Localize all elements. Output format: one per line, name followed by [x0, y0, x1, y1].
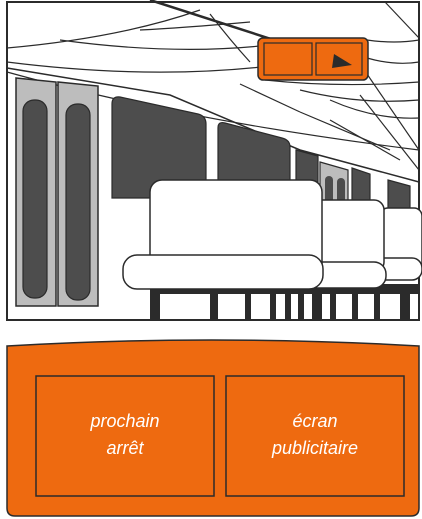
screen-advertising-line1: écran — [292, 411, 337, 431]
screen-advertising-line2: publicitaire — [271, 438, 358, 458]
display-panel-body — [7, 340, 419, 516]
screen-next-stop-line2: arrêt — [106, 438, 144, 458]
display-panel: prochain arrêt écran publicitaire — [0, 330, 422, 519]
screen-next-stop-line1: prochain — [89, 411, 159, 431]
train-interior-illustration — [0, 0, 422, 330]
seat-front — [123, 180, 323, 289]
ceiling-display — [258, 38, 368, 80]
